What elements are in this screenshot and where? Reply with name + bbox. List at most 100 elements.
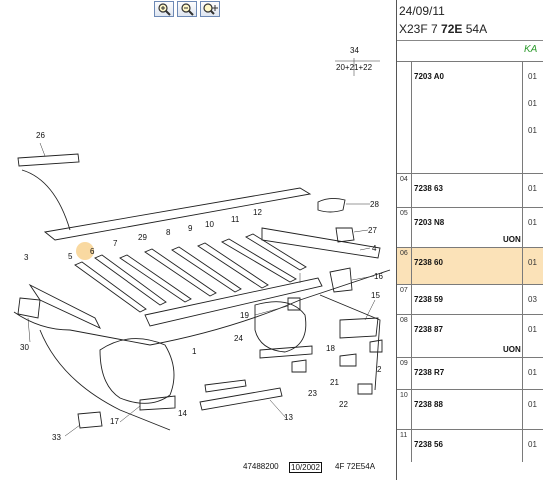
- code-bold: 72E: [441, 22, 463, 36]
- code-prefix: X23F 7: [399, 22, 442, 36]
- callout-23: 23: [308, 389, 317, 398]
- callout-30: 30: [20, 343, 29, 352]
- footer-part-number: 47488200: [243, 462, 279, 471]
- quantity: 01: [528, 218, 537, 227]
- magnifier-move-icon: [203, 3, 218, 15]
- callout-5: 5: [68, 252, 73, 261]
- callout-8: 8: [166, 228, 171, 237]
- part-reference[interactable]: 7238 R7: [414, 368, 445, 377]
- part-reference[interactable]: 7238 56: [414, 440, 443, 449]
- callout-12: 12: [253, 208, 262, 217]
- quantity: 01: [528, 99, 537, 108]
- quantity: 03: [528, 295, 537, 304]
- parts-figure: 34 20+21+22 26 28 27 4 16 15 12 11 10 9 …: [13, 46, 391, 442]
- column-divider: [411, 358, 412, 389]
- quantity: 01: [528, 258, 537, 267]
- row-index: 04: [400, 176, 408, 183]
- column-divider: [411, 285, 412, 314]
- header-divider: [397, 40, 543, 41]
- row-index: 11: [400, 432, 408, 439]
- column-divider: [522, 358, 523, 389]
- column-divider: [522, 390, 523, 429]
- column-divider: [522, 248, 523, 284]
- uon-flag: UON: [503, 235, 521, 244]
- callout-11: 11: [231, 215, 240, 224]
- quantity: 01: [528, 440, 537, 449]
- column-divider: [522, 285, 523, 314]
- callout-29: 29: [138, 233, 147, 242]
- callout-14: 14: [178, 409, 187, 418]
- column-divider: [522, 208, 523, 247]
- callout-26: 26: [36, 131, 45, 140]
- callout-15: 15: [371, 291, 380, 300]
- callout-19: 19: [240, 311, 249, 320]
- uon-flag: UON: [503, 345, 521, 354]
- quantity: 01: [528, 368, 537, 377]
- part-reference[interactable]: 7203 N8: [414, 218, 445, 227]
- callout-28: 28: [370, 200, 379, 209]
- callout-2: 2: [377, 365, 382, 374]
- callout-27: 27: [368, 226, 377, 235]
- row-index: 09: [400, 360, 408, 367]
- parts-row[interactable]: 10 7238 88 01: [397, 389, 543, 429]
- column-divider: [522, 62, 523, 173]
- callout-labels: 34 20+21+22 26 28 27 4 16 15 12 11 10 9 …: [20, 46, 383, 442]
- callout-24: 24: [234, 334, 243, 343]
- part-reference[interactable]: 7238 63: [414, 184, 443, 193]
- row-index: 05: [400, 210, 408, 217]
- part-reference[interactable]: 7203 A0: [414, 72, 444, 81]
- parts-row[interactable]: 11 7238 56 01: [397, 429, 543, 462]
- quantity: 01: [528, 400, 537, 409]
- zoom-move-button[interactable]: [200, 1, 220, 17]
- callout-13: 13: [284, 413, 293, 422]
- exploded-parts-diagram[interactable]: 34 20+21+22 26 28 27 4 16 15 12 11 10 9 …: [0, 0, 397, 480]
- zoom-toolbar: [154, 1, 220, 19]
- callout-7: 7: [113, 239, 118, 248]
- column-divider: [411, 248, 412, 284]
- callout-18: 18: [326, 344, 335, 353]
- quantity: 01: [528, 184, 537, 193]
- quantity: 01: [528, 72, 537, 81]
- code-suffix: 54A: [462, 22, 488, 36]
- column-divider: [411, 315, 412, 357]
- callout-21: 21: [330, 378, 339, 387]
- column-divider: [411, 62, 412, 173]
- part-reference[interactable]: 7238 87: [414, 325, 443, 334]
- part-reference[interactable]: 7238 60: [414, 258, 443, 267]
- column-divider: [411, 208, 412, 247]
- callout-4: 4: [372, 244, 377, 253]
- zoom-in-button[interactable]: [154, 1, 174, 17]
- zoom-out-button[interactable]: [177, 1, 197, 17]
- footer-ref: 4F 72E54A: [335, 462, 376, 471]
- callout-1: 1: [192, 347, 197, 356]
- callout-16: 16: [374, 272, 383, 281]
- callout-22: 22: [339, 400, 348, 409]
- selected-part-highlight: [76, 242, 94, 260]
- callout-6: 6: [90, 247, 95, 256]
- callout-17: 17: [110, 417, 119, 426]
- column-divider: [411, 174, 412, 207]
- ka-label: KA: [524, 44, 538, 55]
- column-divider: [411, 390, 412, 429]
- row-index: 10: [400, 392, 408, 399]
- column-divider: [411, 430, 412, 462]
- parts-list-panel: 24/09/11 X23F 7 72E 54A KA 7203 A0 01 01 01…: [397, 0, 543, 480]
- parts-row[interactable]: 06 7238 60 01: [397, 247, 543, 284]
- panel-date: 24/09/11: [399, 4, 445, 18]
- footer-date: 10/2002: [289, 462, 322, 473]
- row-index: 06: [400, 250, 408, 257]
- callout-3: 3: [24, 253, 29, 262]
- part-reference[interactable]: 7238 88: [414, 400, 443, 409]
- callout-33: 33: [52, 433, 61, 442]
- callout-10: 10: [205, 220, 214, 229]
- parts-row[interactable]: 04 7238 63 01: [397, 173, 543, 207]
- part-reference[interactable]: 7238 59: [414, 295, 443, 304]
- parts-row[interactable]: 09 7238 R7 01: [397, 357, 543, 389]
- column-divider: [522, 315, 523, 357]
- callout-20-21-22: 20+21+22: [336, 63, 373, 72]
